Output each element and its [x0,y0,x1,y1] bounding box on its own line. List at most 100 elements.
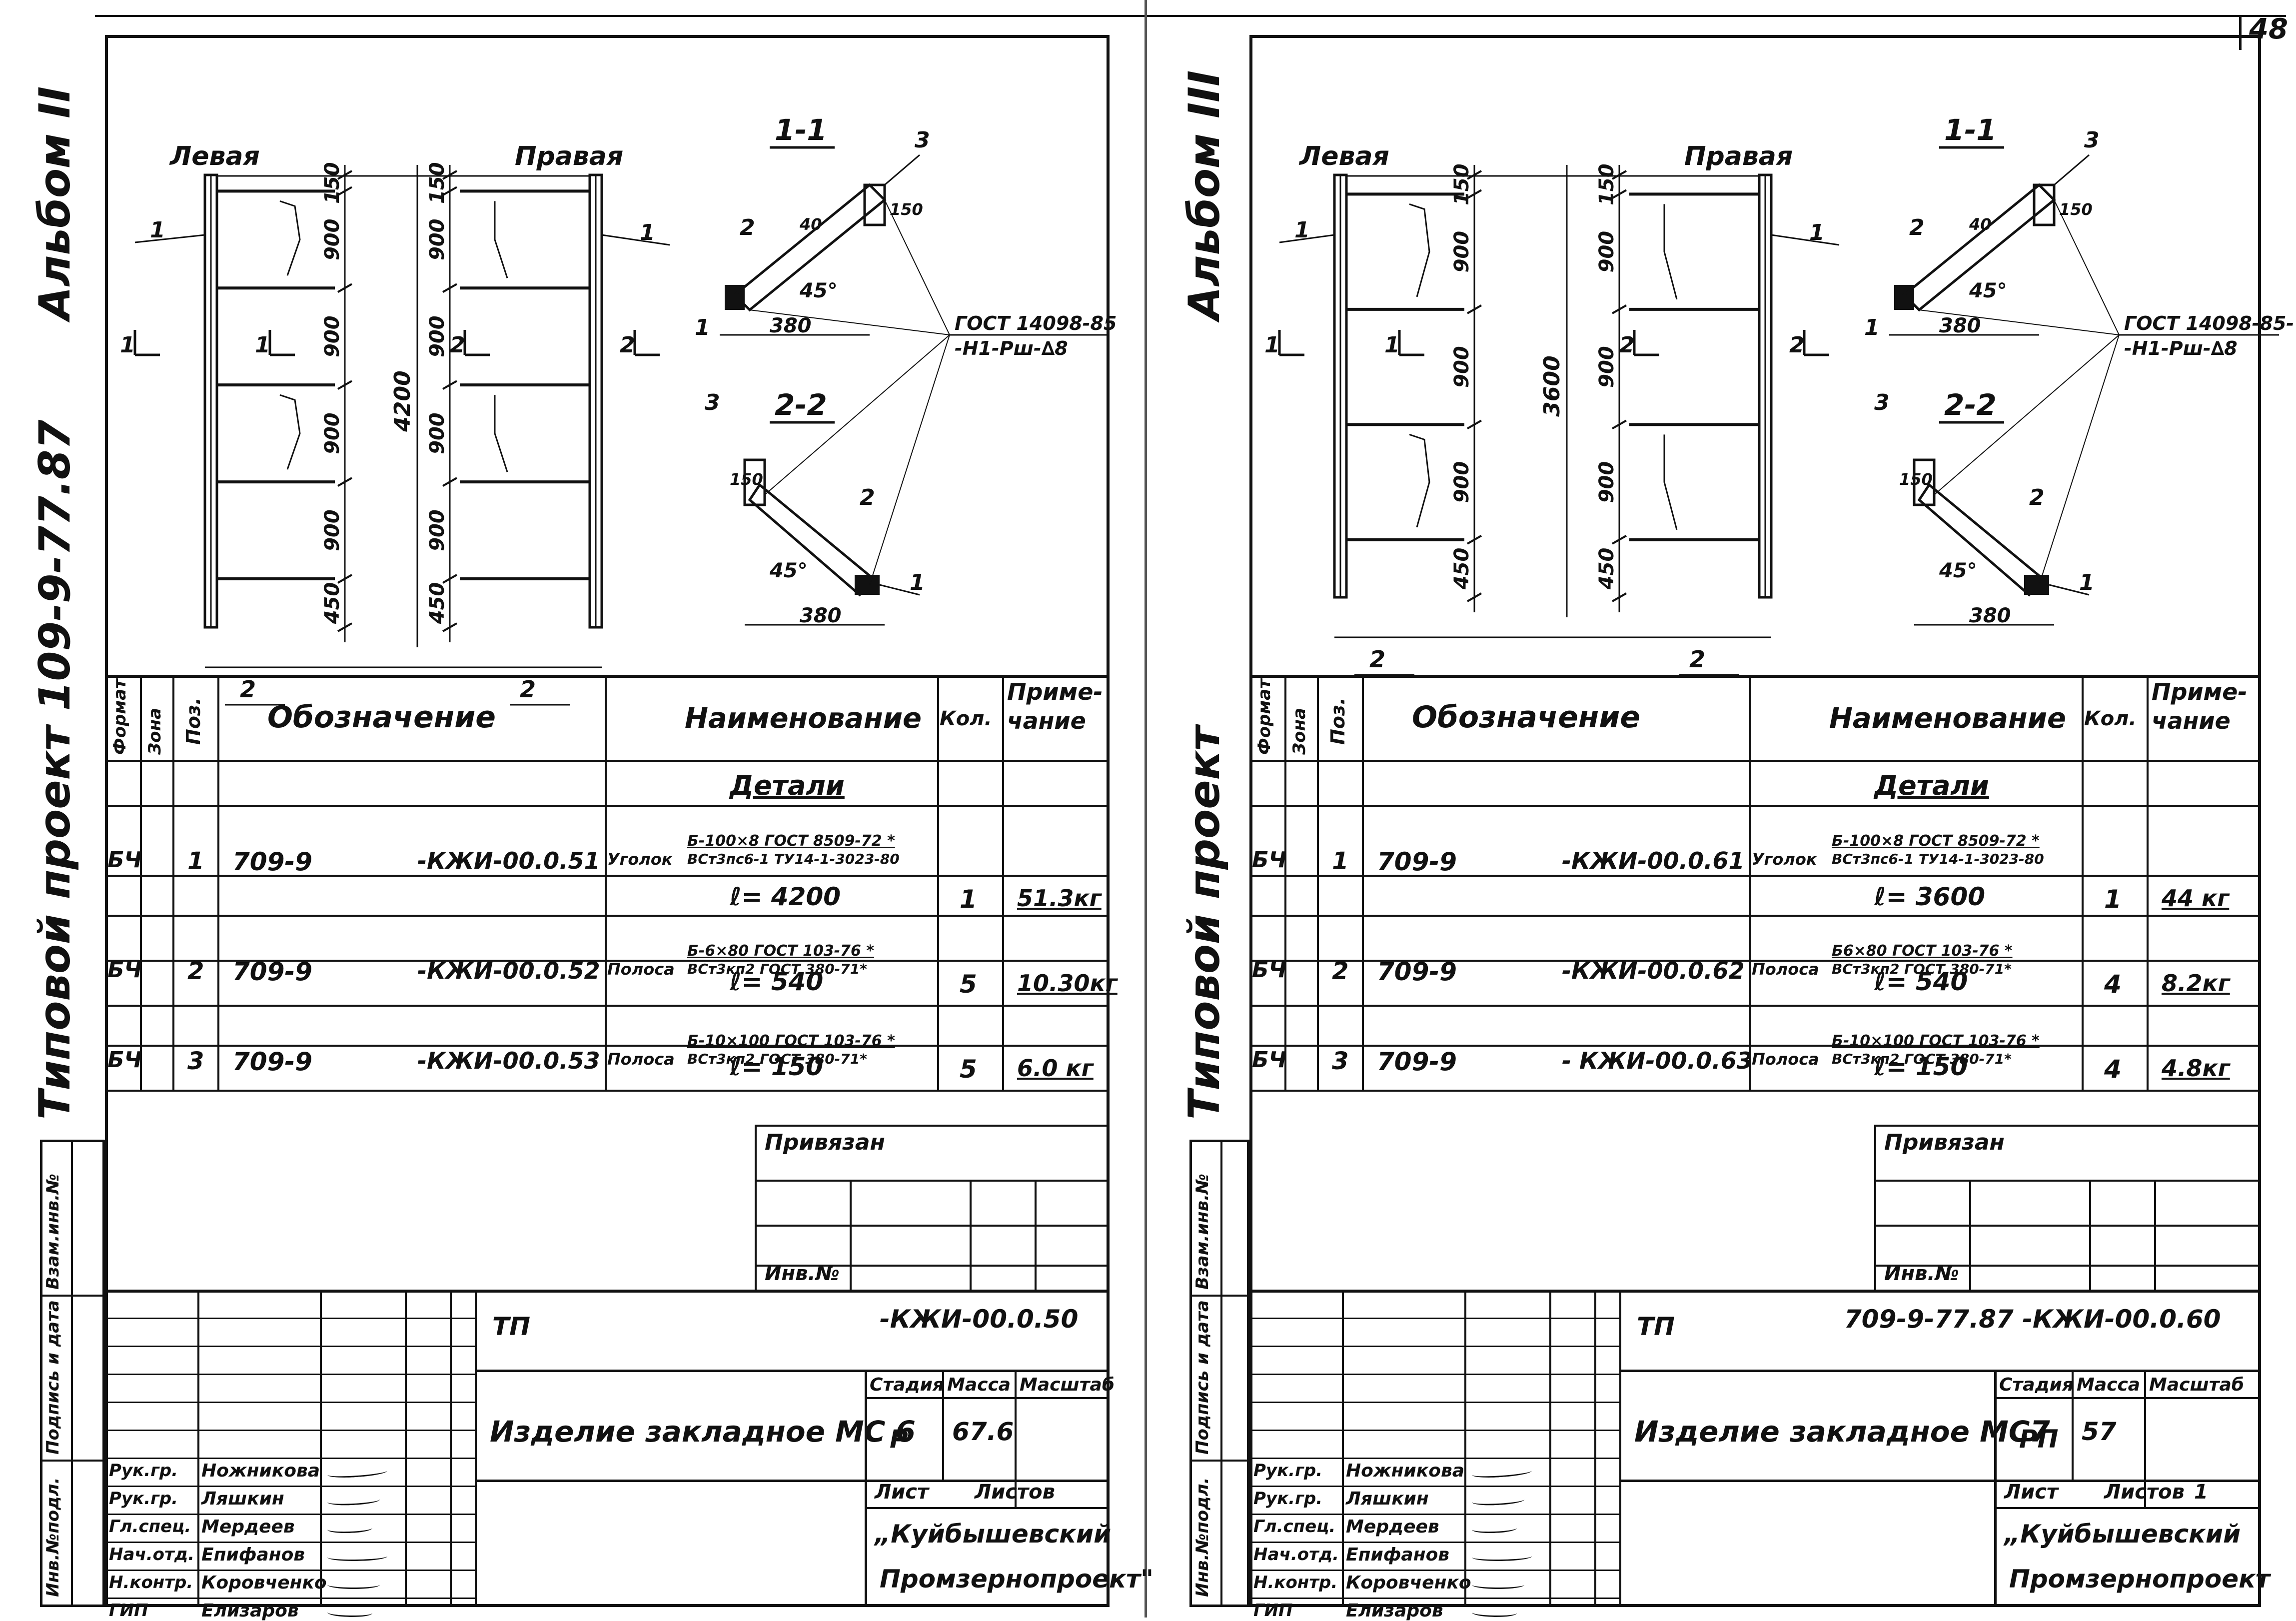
title-block-product-name: Изделие закладное МС 6 [490,1415,916,1449]
binding-col-line [2089,1180,2091,1290]
spec-cell-name-top: Б-10×100 ГОСТ 103-76 * [1832,1032,2040,1050]
spec-col-line [1284,675,1286,1090]
title-block-sheet-label: Лист [2004,1481,2059,1504]
right-label: Правая [515,141,623,171]
signature-scribble [1472,1581,1524,1589]
binding-col-line [1969,1180,1971,1290]
spec-row-line [1249,1005,2261,1007]
binding-row-line [1874,1265,2261,1267]
spec-cell-length: ℓ= 540 [730,967,824,996]
section-dim: 380 [800,604,842,627]
dimension-text: 450 [1595,548,1618,590]
title-block-sheet-label: Лист [875,1481,929,1504]
strip-outline [494,395,508,472]
rule-line [1220,1140,1222,1607]
binding-top-line [755,1125,1110,1127]
sheet-frame [1249,35,2261,1607]
title-block-scale-label: Масштаб [2149,1375,2244,1395]
dimension-text: 900 [426,219,449,261]
leader-line [1771,234,1840,246]
pos-label: 3 [1874,390,1890,415]
spec-cell-qty: 1 [2104,885,2122,914]
leader-line [134,234,205,243]
spec-cell-name: Полоса [607,1050,675,1069]
spec-col-line [140,675,142,1090]
spec-cell-name: Уголок [607,850,673,869]
cut-mark-label: 1 [1264,332,1280,358]
title-block-col [1549,1290,1551,1607]
title-block-row [1619,1480,1994,1482]
album-label: Альбом III [1179,70,1229,320]
leader-line [2054,154,2090,186]
spec-cell-name: Полоса [607,960,675,979]
title-block-row [865,1480,1110,1482]
dimension-tick [1467,535,1482,545]
title-block-row [1249,1402,1619,1403]
title-block-sheets-label: Листов [975,1481,1055,1504]
dimension-tick [442,477,457,487]
title-block-person: Епифанов [1346,1545,1450,1565]
cut-mark-label: 1 [1384,332,1400,358]
spec-header-format: Формат [1254,679,1274,755]
spec-row-line [105,760,1110,762]
spec-cell-pos: 3 [1332,1047,1349,1075]
title-block-top [105,1290,1110,1293]
strip-outline [279,200,301,276]
title-block-tp: ТП [492,1312,530,1341]
leader-line [2054,199,2120,335]
binding-left-line [1874,1125,1876,1290]
title-block-row [1249,1570,1619,1571]
cut-mark-label: 2 [1789,332,1805,358]
rule-line [1189,1295,1249,1297]
spec-cell-code-suffix: -КЖИ-00.0.52 [417,957,600,984]
title-block-row [105,1514,475,1515]
title-block-row [865,1507,1110,1509]
spec-col-line [605,675,607,1090]
section-dim: 380 [1969,604,2011,627]
spec-cell-format: БЧ [1252,1047,1287,1073]
title-block-row [1994,1480,2261,1482]
dimension-tick [1612,535,1627,545]
leader-line [1279,234,1335,243]
title-block-scale-label: Масштаб [1020,1375,1115,1395]
dimension-tick [337,186,352,196]
title-block-col [1464,1290,1466,1607]
spec-row-line [105,915,1110,917]
title-block-stage: РП [2019,1425,2059,1454]
spec-header-pos: Поз. [1327,697,1349,745]
angle-label: 45° [799,279,838,302]
binding-inv-label: Инв.№ [1884,1262,1959,1285]
title-block-row [105,1542,475,1543]
title-block-row [865,1397,1110,1399]
title-block-tp: ТП [1637,1312,1675,1341]
title-block-row [1994,1397,2261,1399]
strip-outline [1409,433,1430,528]
spec-cell-name-bottom: ВСт3кп2 ГОСТ 380-71* [1832,1051,2012,1067]
spec-cell-name-bottom: ВСт3пс6-1 ТУ14-1-3023-80 [1832,851,2044,867]
spec-cell-name-bottom: ВСт3пс6-1 ТУ14-1-3023-80 [687,851,900,867]
side-stamp-sign-date: Подпись и дата [1192,1300,1212,1455]
title-block-row [105,1598,475,1599]
title-block-mass-label: Масса [947,1375,1011,1395]
title-block-col [450,1290,452,1607]
dimension-text: 900 [1595,346,1618,388]
pos-label: 2 [1369,646,1385,673]
side-stamp-box [1189,1140,1249,1607]
title-block-col [1015,1370,1017,1507]
total-dimension-text: 3600 [1539,355,1565,416]
dimension-text: 150 [321,162,344,204]
dimension-text: 150 [1450,163,1473,205]
rule-line [71,1140,73,1607]
title-block-col [197,1290,199,1607]
pos-label: 1 [150,217,165,243]
spec-header-format: Формат [110,679,130,755]
pos-label: 2 [520,676,536,703]
spec-row-line [1249,805,2261,807]
spec-cell-code: 709-9 [1377,957,1457,986]
angle-profile [2024,575,2049,595]
leader-line [764,334,950,495]
title-block-row [1249,1458,1619,1459]
title-block-product-name: Изделие закладное МС7 [1634,1415,2050,1449]
spec-cell-qty: 5 [960,1055,977,1084]
